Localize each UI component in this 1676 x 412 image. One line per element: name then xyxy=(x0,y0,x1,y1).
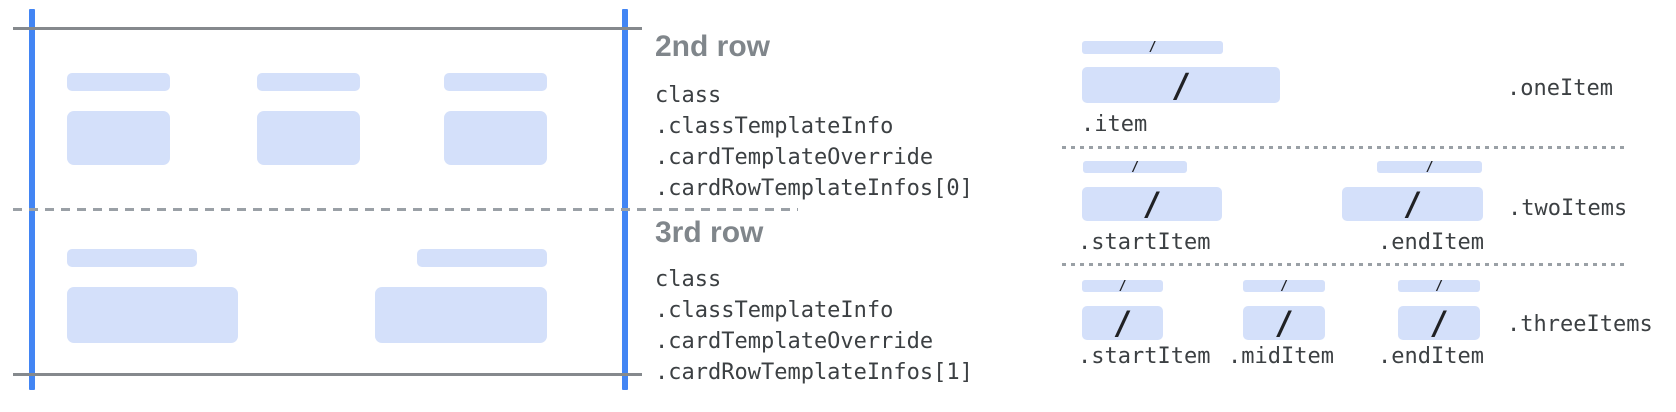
item-value-bar: / xyxy=(1082,306,1163,340)
code-line: .cardRowTemplateInfos[0] xyxy=(655,176,973,201)
third-row-title: 3rd row xyxy=(655,216,764,249)
legend-divider-dotted-line xyxy=(1062,146,1628,149)
card-top-edge-line xyxy=(13,27,642,30)
code-line: .cardTemplateOverride xyxy=(655,329,934,354)
slash-icon: / xyxy=(1112,304,1133,342)
field-value-placeholder xyxy=(444,111,547,165)
second-row-title: 2nd row xyxy=(655,30,771,63)
item-field-label: .item xyxy=(1081,112,1148,137)
slash-icon: / xyxy=(1402,185,1423,223)
field-value-placeholder xyxy=(257,111,360,165)
card-bottom-edge-line xyxy=(13,373,642,376)
field-label-placeholder xyxy=(417,249,547,267)
end-item-field-label: .endItem xyxy=(1378,344,1484,369)
slash-icon: / xyxy=(1435,278,1443,294)
item-label-bar: / xyxy=(1082,41,1223,54)
item-value-bar: / xyxy=(1243,306,1325,340)
code-line: class xyxy=(655,267,722,292)
row-divider-dashed-line xyxy=(13,208,798,211)
start-item-field-label: .startItem xyxy=(1078,344,1211,369)
item-value-bar: / xyxy=(1342,187,1483,221)
code-line: class xyxy=(655,83,722,108)
code-line: .cardRowTemplateInfos[1] xyxy=(655,360,973,385)
slash-icon: / xyxy=(1429,304,1449,342)
second-row-code-path: class .classTemplateInfo .cardTemplateOver… xyxy=(655,80,973,204)
two-items-group-label: .twoItems xyxy=(1508,196,1628,221)
slash-icon: / xyxy=(1131,159,1139,175)
slash-icon: / xyxy=(1148,40,1157,55)
field-value-placeholder xyxy=(67,287,238,343)
item-label-bar: / xyxy=(1377,159,1482,175)
end-item-field-label: .endItem xyxy=(1378,230,1484,255)
field-value-placeholder xyxy=(375,287,547,343)
one-item-group-label: .oneItem xyxy=(1507,76,1613,101)
slash-icon: / xyxy=(1280,278,1288,294)
item-label-bar: / xyxy=(1083,159,1187,175)
start-item-field-label: .startItem xyxy=(1078,230,1211,255)
legend-divider-dotted-line xyxy=(1062,263,1628,266)
item-value-bar: / xyxy=(1398,306,1480,340)
slash-icon: / xyxy=(1274,304,1294,342)
card-right-edge-line xyxy=(622,9,628,390)
field-label-placeholder xyxy=(257,73,360,91)
code-line: .cardTemplateOverride xyxy=(655,145,934,170)
item-label-bar: / xyxy=(1082,278,1163,294)
code-line: .classTemplateInfo xyxy=(655,298,894,323)
field-label-placeholder xyxy=(444,73,547,91)
slash-icon: / xyxy=(1118,278,1127,294)
field-label-placeholder xyxy=(67,73,170,91)
field-label-placeholder xyxy=(67,249,197,267)
code-line: .classTemplateInfo xyxy=(655,114,894,139)
item-label-bar: / xyxy=(1398,278,1480,294)
item-value-bar: / xyxy=(1082,187,1222,221)
slash-icon: / xyxy=(1142,185,1162,223)
field-value-placeholder xyxy=(67,111,170,165)
three-items-group-label: .threeItems xyxy=(1507,312,1653,337)
item-label-bar: / xyxy=(1243,278,1325,294)
card-left-edge-line xyxy=(29,9,35,390)
item-value-bar: / xyxy=(1082,67,1280,103)
third-row-code-path: class .classTemplateInfo .cardTemplateOver… xyxy=(655,264,973,388)
slash-icon: / xyxy=(1171,65,1191,105)
slash-icon: / xyxy=(1425,159,1434,175)
mid-item-field-label: .midItem xyxy=(1228,344,1334,369)
